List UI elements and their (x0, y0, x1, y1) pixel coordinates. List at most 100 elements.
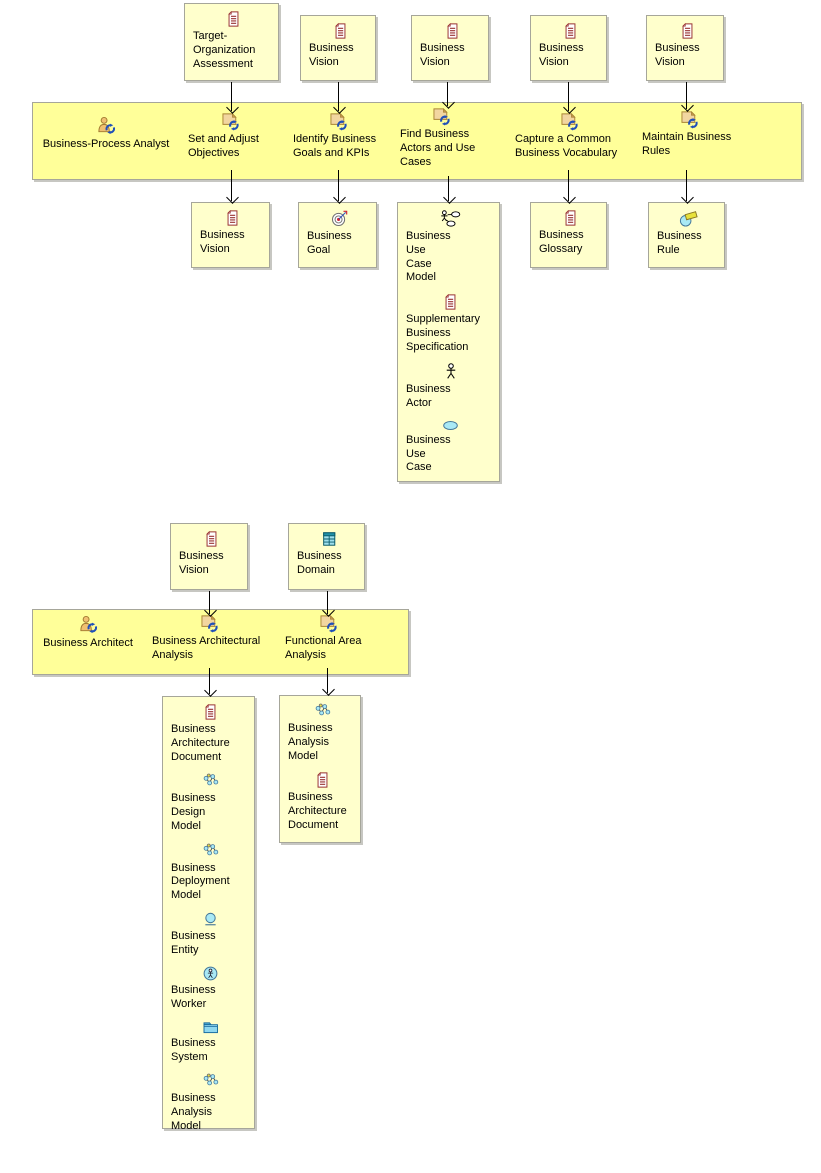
workproduct-business-vision[interactable]: Business Vision (646, 15, 724, 81)
icon-wrap (288, 772, 356, 788)
role-band-business-process-analyst (32, 102, 802, 180)
icon-wrap (539, 23, 602, 39)
icon-wrap (171, 773, 250, 789)
icon-wrap (406, 294, 495, 310)
task-find-business-actors-and-use-cases[interactable]: Find Business Actors and Use Cases (400, 107, 484, 169)
workproduct-group-architecture-outputs[interactable]: Business Architecture Document Business … (162, 696, 255, 1132)
icon-wrap (406, 420, 495, 431)
role-business-process-analyst[interactable]: Business-Process Analyst (36, 116, 176, 152)
workproduct-label: Business Rule (657, 230, 702, 256)
actor-icon (445, 363, 457, 380)
workproduct-label: Business Vision (655, 42, 700, 68)
workproduct-label: Business Vision (309, 42, 354, 68)
task-label: Business Architectural Analysis (152, 635, 261, 661)
workproduct-group-analysis-outputs[interactable]: Business Analysis Model Business Archite… (279, 695, 361, 843)
icon-wrap (309, 23, 371, 39)
role-icon (77, 615, 99, 634)
flow-arrow (448, 176, 449, 201)
task-business-architectural-analysis[interactable]: Business Architectural Analysis (152, 614, 268, 663)
icon-wrap (171, 704, 250, 720)
model-icon (201, 843, 220, 859)
model-icon (201, 773, 220, 789)
flow-arrow (327, 668, 328, 693)
task-label: Maintain Business Rules (642, 131, 732, 157)
flow-arrow (686, 170, 687, 201)
workproduct-item: Business Deployment Model (171, 843, 250, 903)
document-icon (316, 772, 329, 788)
workproduct-item: Supplementary Business Specification (406, 294, 495, 354)
task-identify-business-goals-and-kpis[interactable]: Identify Business Goals and KPIs (293, 112, 385, 161)
workproduct-item: Business System (171, 1021, 250, 1065)
workproduct-business-goal[interactable]: Business Goal (298, 202, 377, 268)
workproduct-item: Business Goal (307, 210, 372, 258)
task-maintain-business-rules[interactable]: Maintain Business Rules (642, 110, 738, 159)
icon-wrap (657, 210, 720, 227)
workproduct-label: Business Architecture Document (171, 723, 230, 763)
task-functional-area-analysis[interactable]: Functional Area Analysis (285, 614, 373, 663)
workproduct-group-use-case-outputs[interactable]: Business Use Case Model Supplementary Bu… (397, 202, 500, 482)
workproduct-item: Business Vision (179, 531, 243, 578)
document-icon (446, 23, 459, 39)
workproduct-label: Business Deployment Model (171, 861, 230, 902)
flow-arrow (327, 591, 328, 614)
task-icon (220, 112, 243, 131)
workproduct-business-glossary[interactable]: Business Glossary (530, 202, 607, 268)
flow-arrow (568, 170, 569, 201)
icon-wrap (193, 11, 274, 27)
role-icon (95, 116, 117, 135)
icon-wrap (420, 23, 484, 39)
workproduct-label: Business Glossary (539, 229, 584, 255)
workproduct-item: Business Entity (171, 912, 250, 958)
flow-arrow (686, 82, 687, 109)
workproduct-business-vision-output[interactable]: Business Vision (191, 202, 270, 268)
task-set-and-adjust-objectives[interactable]: Set and Adjust Objectives (188, 112, 274, 161)
workproduct-item: Business Vision (420, 23, 484, 70)
workproduct-item: Business Use Case Model (406, 210, 495, 285)
task-label: Functional Area Analysis (285, 635, 362, 661)
workproduct-business-vision[interactable]: Business Vision (170, 523, 248, 590)
workproduct-item: Business Vision (655, 23, 719, 70)
flow-arrow (209, 668, 210, 694)
task-label: Find Business Actors and Use Cases (400, 128, 476, 168)
workproduct-item: Business Glossary (539, 210, 602, 257)
workproduct-business-domain[interactable]: Business Domain (288, 523, 365, 590)
workproduct-label: Business Architecture Document (288, 791, 347, 831)
workproduct-business-rule[interactable]: Business Rule (648, 202, 725, 268)
workproduct-label: Business Analysis Model (171, 1092, 216, 1132)
entity-icon (203, 912, 218, 927)
icon-wrap (200, 210, 265, 226)
workproduct-label: Business Analysis Model (288, 722, 333, 762)
task-label: Set and Adjust Objectives (188, 133, 259, 159)
document-icon (204, 704, 217, 720)
role-label: Business-Process Analyst (42, 138, 170, 150)
workproduct-label: Target- Organization Assessment (193, 30, 256, 70)
workproduct-item: Business Analysis Model (288, 703, 356, 763)
task-icon (559, 112, 582, 131)
document-icon (564, 210, 577, 226)
workproduct-business-vision[interactable]: Business Vision (411, 15, 489, 81)
workproduct-label: Business Vision (539, 42, 584, 68)
workproduct-item: Business Rule (657, 210, 720, 258)
model-icon (201, 1073, 220, 1089)
document-icon (334, 23, 347, 39)
workproduct-label: Business Vision (200, 229, 245, 255)
workproduct-item: Business Design Model (171, 773, 250, 833)
task-capture-a-common-business-vocabulary[interactable]: Capture a Common Business Vocabulary (515, 112, 625, 161)
role-business-architect[interactable]: Business Architect (36, 615, 140, 651)
workproduct-business-vision[interactable]: Business Vision (530, 15, 607, 81)
task-icon (431, 107, 454, 126)
icon-wrap (171, 1073, 250, 1089)
workproduct-target-organization-assessment[interactable]: Target- Organization Assessment (184, 3, 279, 81)
icon-wrap (179, 531, 243, 547)
workproduct-item: Business Vision (200, 210, 265, 257)
workproduct-item: Business Worker (171, 966, 250, 1012)
icon-wrap (171, 966, 250, 981)
workproduct-item: Target- Organization Assessment (193, 11, 274, 71)
goal-icon (331, 210, 348, 227)
document-icon (226, 210, 239, 226)
document-icon (227, 11, 240, 27)
document-icon (444, 294, 457, 310)
workproduct-business-vision[interactable]: Business Vision (300, 15, 376, 81)
icon-wrap (288, 703, 356, 719)
